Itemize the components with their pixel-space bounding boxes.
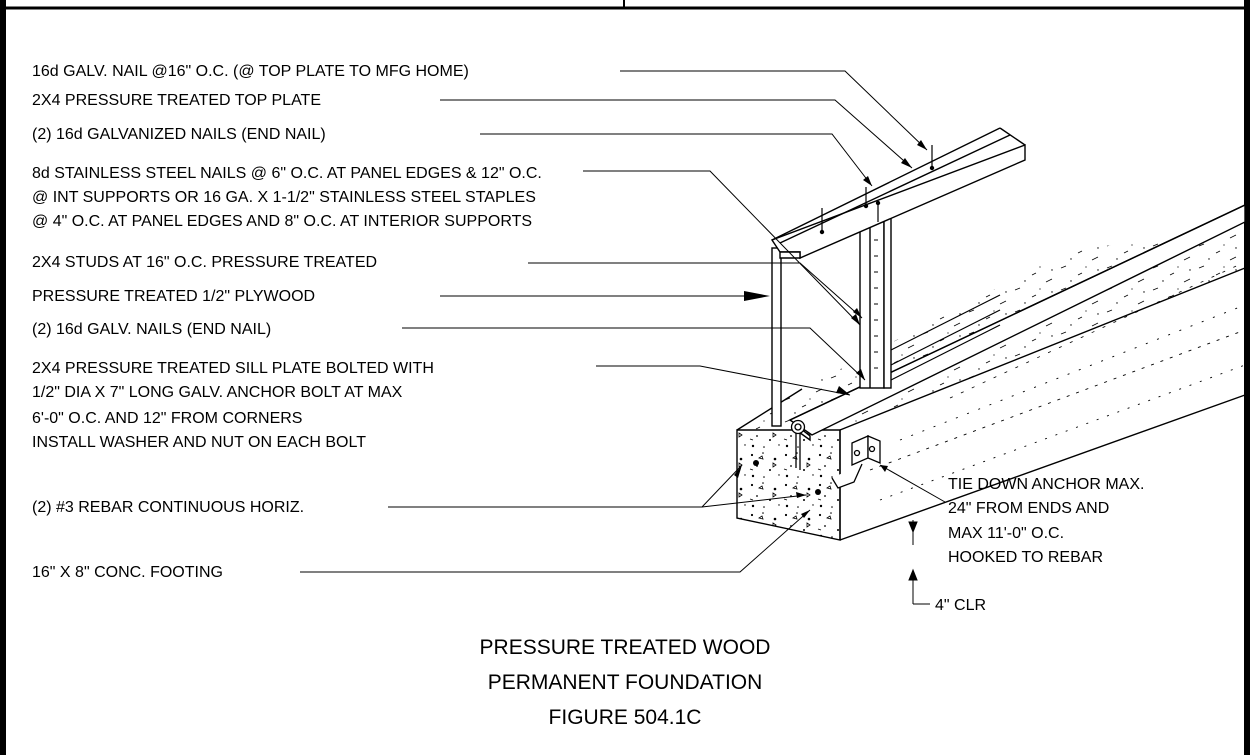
arrowheads [734,140,927,518]
label-tie-down-line-1: TIE DOWN ANCHOR MAX. [948,476,1145,493]
label-plywood: PRESSURE TREATED 1/2" PLYWOOD [32,288,316,305]
anchor-bolt [790,419,806,470]
top-plate [770,127,1026,260]
tie-down-anchor [831,435,881,489]
label-sill-line-4: INSTALL WASHER AND NUT ON EACH BOLT [32,434,366,451]
clearance-dimension [908,520,930,605]
caption-line-1: PRESSURE TREATED WOOD [479,636,771,659]
label-clearance: 4" CLR [935,597,987,614]
label-stainless-nails-line-3: @ 4" O.C. AT PANEL EDGES AND 8" O.C. AT … [32,213,533,230]
wall-studs [771,204,892,427]
rebar [753,460,821,495]
label-sill-line-1: 2X4 PRESSURE TREATED SILL PLATE BOLTED W… [32,360,434,377]
label-sill-line-3: 6'-0" O.C. AND 12" FROM CORNERS [32,410,303,427]
label-tie-down-line-4: HOOKED TO REBAR [948,549,1103,566]
label-stainless-nails-line-2: @ INT SUPPORTS OR 16 GA. X 1-1/2" STAINL… [32,189,536,206]
label-tie-down-line-3: MAX 11'-0" O.C. [948,525,1065,542]
label-sill-line-2: 1/2" DIA X 7" LONG GALV. ANCHOR BOLT AT … [32,384,403,401]
label-tie-down-line-2: 24" FROM ENDS AND [948,500,1110,517]
label-top-plate: 2X4 PRESSURE TREATED TOP PLATE [32,92,321,109]
label-end-nails-top: (2) 16d GALVANIZED NAILS (END NAIL) [32,126,326,143]
label-stainless-nails-line-1: 8d STAINLESS STEEL NAILS @ 6" O.C. AT PA… [32,165,542,182]
plywood-sheathing [874,239,878,369]
leader-lines [300,70,946,573]
label-rebar: (2) #3 REBAR CONTINUOUS HORIZ. [32,499,305,516]
far-wall-lines [890,294,1001,381]
caption-line-2: PERMANENT FOUNDATION [487,671,763,694]
caption-line-3: FIGURE 504.1C [548,706,702,729]
label-studs: 2X4 STUDS AT 16" O.C. PRESSURE TREATED [32,254,378,271]
label-end-nails-bottom: (2) 16d GALV. NAILS (END NAIL) [32,321,272,338]
nails [819,145,935,235]
label-top-nail: 16d GALV. NAIL @16" O.C. (@ TOP PLATE TO… [32,63,469,80]
label-footing: 16" X 8" CONC. FOOTING [32,564,223,581]
